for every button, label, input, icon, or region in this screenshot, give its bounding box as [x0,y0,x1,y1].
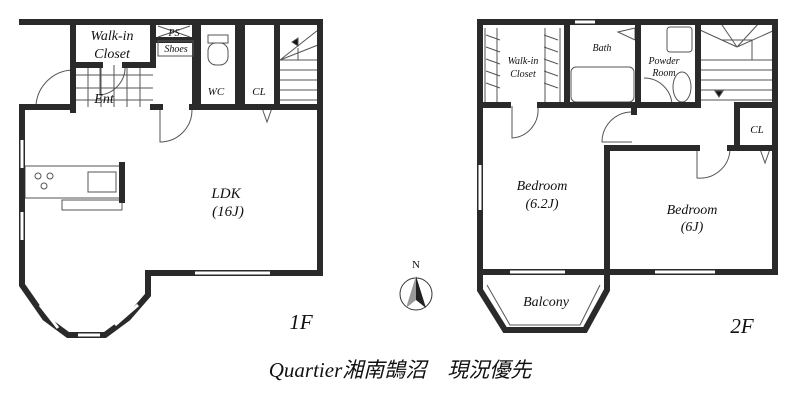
compass-north-label: N [412,259,420,271]
bedroom-b-door[interactable] [696,149,731,179]
entrance-tiles [75,65,153,107]
ps-mark [157,25,191,38]
bedroom-a-door-2[interactable] [601,111,633,143]
north-arrow-icon [406,276,416,308]
cl-2f-label: CL [750,124,763,136]
bathtub-icon [570,66,635,103]
walk-in-closet-2f-label: Closet [510,69,536,80]
ldk-size-label: (16J) [212,204,244,220]
bedroom-a-door[interactable] [511,106,539,139]
cl-door-2f[interactable] [759,148,771,165]
ldk-door[interactable] [159,108,193,143]
wc-label: WC [208,86,225,98]
bedroom-a-label: Bedroom [517,179,568,194]
washbasin-icon [672,71,692,103]
entrance-door[interactable] [35,69,73,106]
walk-in-closet-2f-label: Walk-in [508,56,539,67]
ps-label: PS [167,28,179,39]
floor-2-plan [477,19,778,333]
compass: N [399,259,433,311]
walk-in-closet-label: Walk-in [90,29,133,44]
kitchen-counter [24,165,123,211]
sink-icon [87,171,117,193]
entrance-label: Ent [93,92,115,107]
closet-door[interactable] [99,64,126,96]
stairs-2f [699,21,776,101]
powder-room-label: Powder [647,56,679,67]
cl-label: CL [252,86,265,98]
bath-label: Bath [593,43,612,54]
washer-icon [666,26,693,53]
ldk-label: LDK [210,186,241,202]
floor-2-label: 2F [730,314,754,338]
powder-room-label: Room [651,68,675,79]
floor-1-plan [19,19,323,338]
bedroom-b-size-label: (6J) [681,220,704,235]
bedroom-b-label: Bedroom [667,203,718,218]
stairs-1f [279,29,319,101]
property-title: Quartier湘南鵠沼 現況優先 [268,358,532,382]
balcony-wall [477,269,610,333]
cl-door[interactable] [261,107,273,124]
walk-in-closet-label: Closet [94,47,131,62]
balcony-label: Balcony [523,295,570,310]
floor-1-label: 1F [289,310,313,334]
powder-door[interactable] [643,77,673,106]
shoes-label: Shoes [164,44,187,55]
closet-shelves [484,28,561,103]
bedroom-a-size-label: (6.2J) [525,197,558,212]
toilet-icon [207,42,229,66]
